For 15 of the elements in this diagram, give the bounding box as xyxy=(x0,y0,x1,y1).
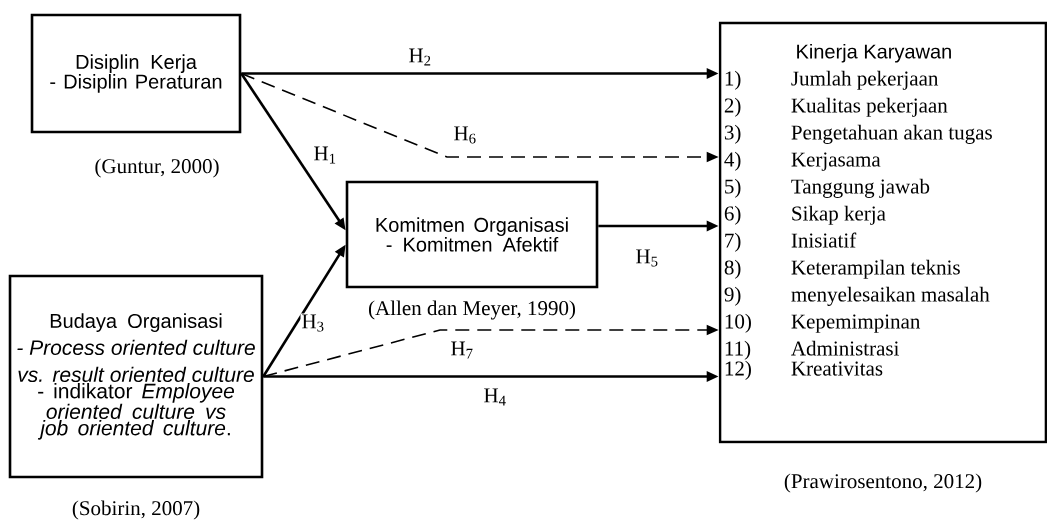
citation-text: (Guntur, 2000) xyxy=(95,158,219,178)
list-box: Kinerja Karyawan 1) Jumlah pekerjaan 2) Kualitas pekerjaan 3) Pengetahuan akan tugas 4) Kerjasama 5) Tanggung jawab 6) Sikap kerja 7) Inisiatif 8) Keterampilan teknis 9) menyelesaikan masalah 10) Kepemimpinan 11) Administrasi 12) Kreativitas xyxy=(718,21,1047,444)
citation-text: (Sobirin, 2007) xyxy=(72,500,200,520)
edge-label: H$_{2}$ xyxy=(407,47,433,67)
concept-box: Komitmen Organisasi - Komitmen Afektif xyxy=(345,180,599,289)
edge-label: H$_{3}$ xyxy=(300,313,326,333)
edge-label: H$_{6}$ xyxy=(452,125,478,145)
concept-box: Disiplin Kerja - Disiplin Peraturan xyxy=(30,13,242,134)
citation-text: (Allen dan Meyer, 1990) xyxy=(368,300,576,320)
edge-label: H$_{7}$ xyxy=(449,340,475,360)
edge-label: H$_{1}$ xyxy=(312,145,338,165)
edge-label: H$_{4}$ xyxy=(482,387,508,407)
citation-text: (Prawirosentono, 2012) xyxy=(784,473,982,493)
edge-label: H$_{5}$ xyxy=(634,248,660,268)
concept-box: Budaya Organisasi - Process oriented culture vs. result oriented culture - indikator Employee oriented culture vs job oriented culture. xyxy=(8,274,264,479)
